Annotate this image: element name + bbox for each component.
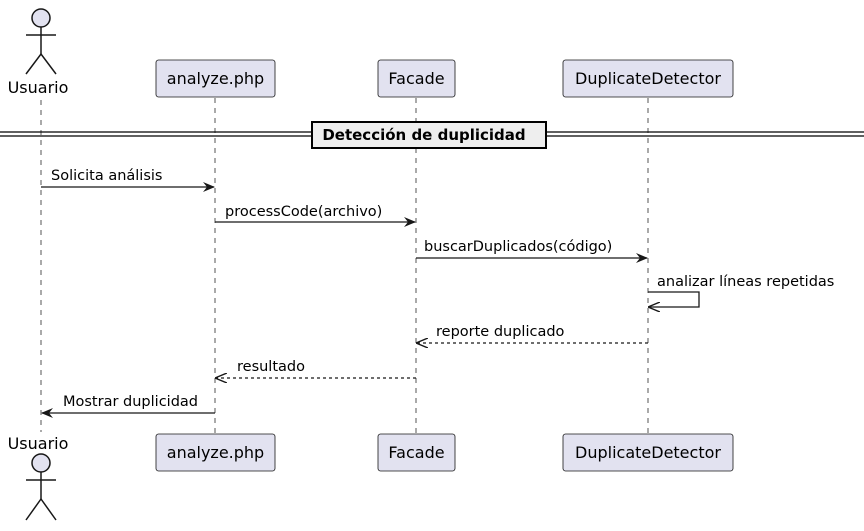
actor-legs: [25, 497, 57, 521]
participant-analyze-top: analyze.php: [155, 59, 276, 98]
participant-box: [562, 59, 734, 98]
message-buscar-duplicados: buscarDuplicados(código): [416, 239, 648, 263]
message-label: reporte duplicado: [436, 324, 565, 340]
participant-label-usuario-bottom: Usuario: [8, 434, 69, 453]
participant-detector-top: DuplicateDetector: [562, 59, 734, 98]
participant-analyze-bottom: analyze.php: [155, 433, 276, 472]
message-label: Mostrar duplicidad: [63, 394, 198, 410]
message-resultado: resultado: [216, 359, 416, 378]
participant-box: [377, 59, 456, 98]
message-mostrar-duplicidad: Mostrar duplicidad: [41, 394, 215, 418]
message-analizar-lineas: analizar líneas repetidas: [648, 274, 834, 307]
message-solicita-analisis: Solicita análisis: [41, 168, 215, 192]
divider: Detección de duplicidad: [0, 121, 864, 149]
participant-label-facade-top: Facade: [388, 69, 444, 88]
message-arrow-self: [648, 291, 700, 307]
participant-label-facade-bottom: Facade: [388, 443, 444, 462]
participant-label-detector-top: DuplicateDetector: [575, 69, 721, 88]
participant-box: [377, 433, 456, 472]
participant-label-detector-bottom: DuplicateDetector: [575, 443, 721, 462]
message-label: processCode(archivo): [225, 204, 382, 220]
divider-label: Detección de duplicidad: [322, 126, 525, 144]
actor-usuario-bottom: Usuario: [8, 434, 69, 521]
message-process-code: processCode(archivo): [215, 204, 416, 227]
divider-box: [311, 121, 547, 149]
participant-box: [155, 59, 276, 98]
participant-label-analyze-bottom: analyze.php: [167, 443, 264, 462]
message-label: resultado: [237, 359, 305, 375]
participant-box: [155, 433, 276, 472]
actor-legs: [25, 52, 57, 75]
participant-facade-top: Facade: [377, 59, 456, 98]
actor-head-icon: [31, 453, 51, 473]
participant-detector-bottom: DuplicateDetector: [562, 433, 734, 472]
participant-facade-bottom: Facade: [377, 433, 456, 472]
actor-usuario-top: Usuario: [8, 8, 69, 97]
message-label: Solicita análisis: [51, 168, 162, 184]
participant-label-analyze-top: analyze.php: [167, 69, 264, 88]
participant-label-usuario-top: Usuario: [8, 78, 69, 97]
participant-box: [562, 433, 734, 472]
message-reporte-duplicado: reporte duplicado: [417, 324, 648, 343]
message-label: analizar líneas repetidas: [657, 274, 834, 290]
message-label: buscarDuplicados(código): [424, 239, 612, 255]
actor-head-icon: [31, 8, 51, 28]
